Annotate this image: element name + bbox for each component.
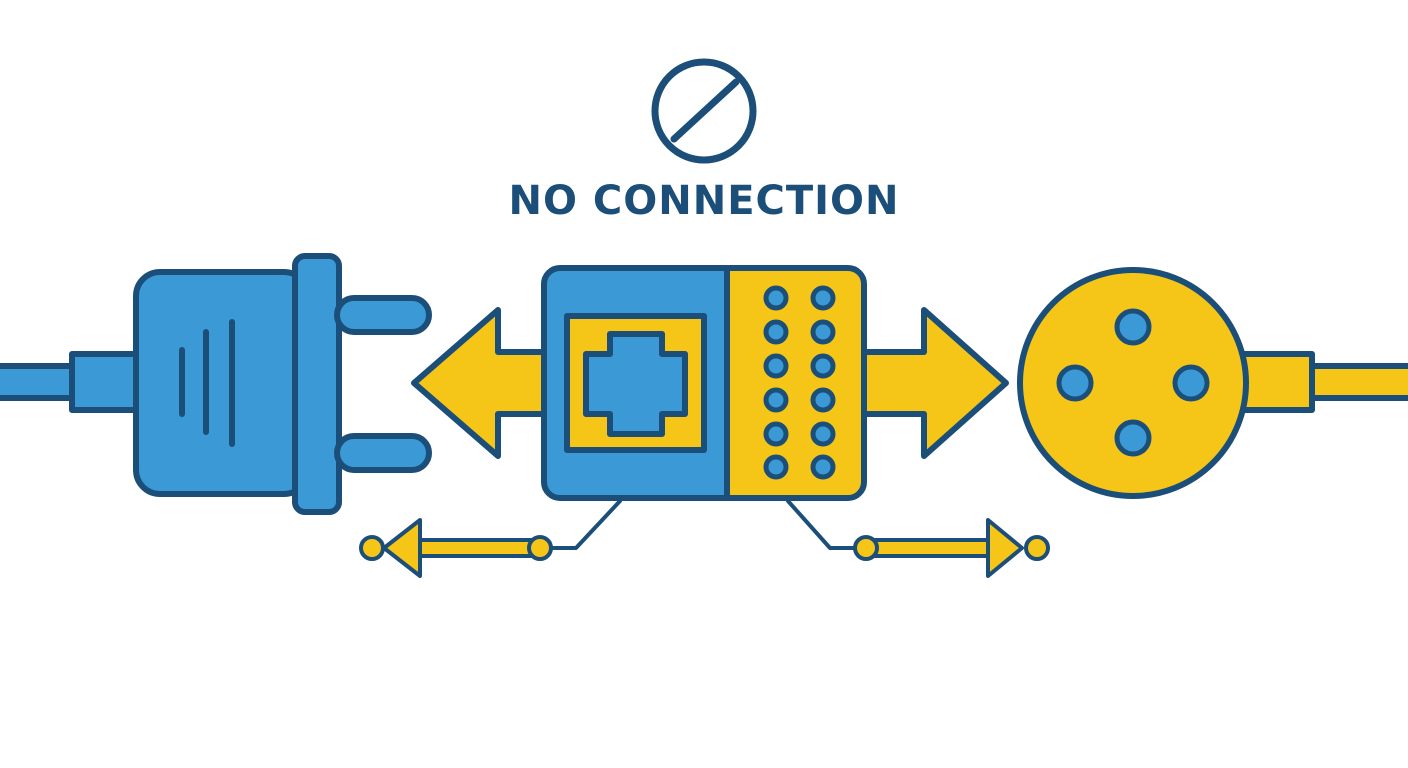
socket-face	[1017, 267, 1249, 499]
socket-cable	[1301, 363, 1408, 401]
adapter-outline	[541, 265, 867, 501]
bottom-left-signal-icon	[359, 499, 622, 578]
round-socket-icon	[1017, 267, 1408, 499]
right-arrow-icon	[859, 307, 1009, 459]
power-plug-icon	[0, 253, 432, 515]
network-adapter-icon	[541, 265, 867, 501]
left-arrow-icon	[411, 307, 547, 459]
plug-prong-top	[334, 295, 432, 335]
status-title: NO CONNECTION	[508, 178, 899, 224]
adapter-pin-panel	[727, 268, 864, 498]
plug-body	[133, 269, 311, 497]
no-entry-icon	[651, 58, 757, 164]
ethernet-port-icon	[583, 331, 688, 437]
socket-holes	[1056, 308, 1210, 457]
plug-grip-lines	[179, 319, 235, 447]
plug-front-plate	[292, 253, 342, 515]
plug-prong-bottom	[334, 433, 432, 473]
adapter-pins	[763, 285, 836, 480]
bottom-right-signal-icon	[786, 499, 1050, 578]
